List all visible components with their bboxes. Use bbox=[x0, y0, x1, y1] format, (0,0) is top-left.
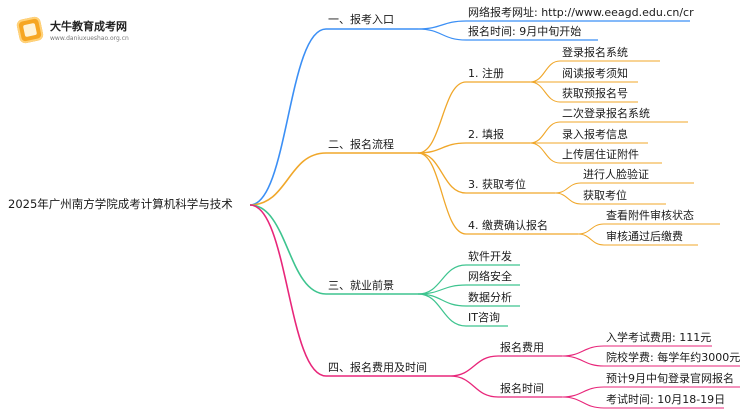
b4-leaf-link-1-1 bbox=[561, 396, 605, 409]
b2-step-link-1 bbox=[417, 142, 467, 154]
group-fees: 报名费用 bbox=[500, 341, 544, 354]
b2-leaf-link-2-0 bbox=[554, 182, 582, 194]
b4-leaf-link-1-0 bbox=[561, 386, 605, 398]
root-to-branch2 bbox=[249, 152, 327, 206]
b2-leaf-link-3-1 bbox=[577, 233, 605, 246]
b2-leaf-link-1-0 bbox=[529, 121, 561, 144]
step-register: 1. 注册 bbox=[468, 67, 504, 80]
step-pay: 4. 缴费确认报名 bbox=[468, 219, 548, 232]
leaf-get-number: 获取预报名号 bbox=[562, 87, 628, 100]
b2-step-link-2 bbox=[417, 152, 467, 194]
logo-name: 大牛教育成考网 bbox=[50, 20, 127, 33]
leaf-get-seat: 获取考位 bbox=[583, 189, 627, 202]
logo-url: www.daniuxueshao.org.cn bbox=[50, 35, 129, 42]
b2-leaf-link-0-2 bbox=[529, 81, 561, 103]
leaf-login: 登录报名系统 bbox=[562, 46, 628, 59]
leaf-check-status: 查看附件审核状态 bbox=[606, 209, 694, 222]
leaf-data: 数据分析 bbox=[468, 291, 512, 304]
b2-step-link-0 bbox=[417, 81, 467, 154]
group-time: 报名时间 bbox=[500, 382, 544, 395]
leaf-reg-sept: 预计9月中旬登录官网报名 bbox=[606, 372, 734, 385]
b2-leaf-link-2-1 bbox=[554, 192, 582, 205]
b3-link-3 bbox=[417, 293, 467, 327]
book-logo-icon bbox=[15, 15, 45, 45]
step-fill: 2. 填报 bbox=[468, 128, 504, 141]
b2-leaf-link-0-0 bbox=[529, 60, 561, 83]
b4-group-link-0 bbox=[449, 355, 499, 377]
b4-leaf-link-0-1 bbox=[561, 355, 605, 367]
leaf-exam-date: 考试时间: 10月18-19日 bbox=[606, 393, 726, 406]
leaf-software: 软件开发 bbox=[468, 250, 512, 263]
leaf-reg-time: 报名时间: 9月中旬开始 bbox=[468, 25, 582, 38]
b1-link-0 bbox=[417, 20, 467, 30]
b4-group-link-1 bbox=[449, 375, 499, 398]
leaf-read-notice: 阅读报考须知 bbox=[562, 67, 628, 80]
root-to-branch1 bbox=[249, 28, 327, 206]
leaf-website: 网络报考网址: http://www.eeagd.edu.cn/cr bbox=[468, 6, 694, 19]
leaf-pay-after: 审核通过后缴费 bbox=[606, 230, 683, 243]
root-to-branch3 bbox=[249, 204, 327, 295]
b2-leaf-link-3-0 bbox=[577, 223, 605, 235]
leaf-tuition: 院校学费: 每学年约3000元 bbox=[606, 351, 741, 364]
leaf-security: 网络安全 bbox=[468, 270, 512, 283]
leaf-second-login: 二次登录报名系统 bbox=[562, 107, 650, 120]
b2-step-link-3 bbox=[417, 152, 467, 235]
b4-leaf-link-0-0 bbox=[561, 345, 605, 357]
root-topic: 2025年广州南方学院成考计算机科学与技术 bbox=[8, 197, 233, 211]
branch-process: 二、报名流程 bbox=[328, 138, 394, 151]
leaf-it: IT咨询 bbox=[468, 311, 500, 324]
site-logo: 大牛教育成考网 www.daniuxueshao.org.cn bbox=[14, 12, 139, 48]
b1-link-1 bbox=[417, 28, 467, 41]
b3-link-2 bbox=[417, 293, 467, 307]
leaf-enter-info: 录入报考信息 bbox=[562, 128, 628, 141]
leaf-face-verify: 进行人脸验证 bbox=[583, 168, 649, 181]
leaf-exam-fee: 入学考试费用: 111元 bbox=[606, 331, 712, 344]
branch-fees: 四、报名费用及时间 bbox=[328, 361, 427, 374]
step-seat: 3. 获取考位 bbox=[468, 178, 526, 191]
b2-leaf-link-1-2 bbox=[529, 142, 561, 164]
leaf-upload: 上传居住证附件 bbox=[562, 148, 639, 161]
branch-entry: 一、报考入口 bbox=[328, 13, 394, 26]
branch-career: 三、就业前景 bbox=[328, 279, 394, 292]
root-to-branch4 bbox=[249, 204, 327, 377]
